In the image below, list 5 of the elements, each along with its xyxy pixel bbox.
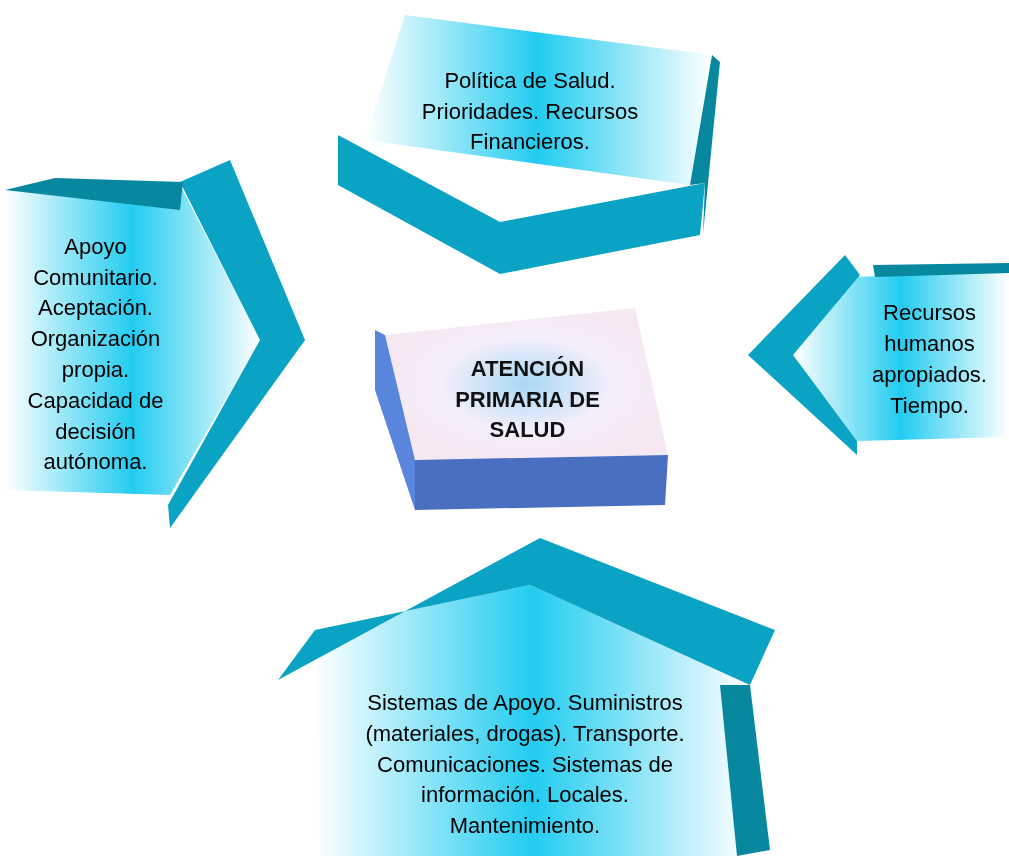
arrow-text: Sistemas de Apoyo. Suministros (materiales, drogas). Transporte. Comunicaciones. Sistemas de información. Locales. Mantenimiento. bbox=[364, 689, 686, 841]
box-label: ATENCIÓN PRIMARIA DE SALUD bbox=[454, 354, 601, 445]
arrow-text: Apoyo Comunitario. Aceptación. Organización propia. Capacidad de decisión autónoma. bbox=[26, 232, 165, 477]
arrow-text: Recursos humanos apropiados. Tiempo. bbox=[871, 299, 988, 420]
arrow-text: Política de Salud. Prioridades. Recursos Financieros. bbox=[420, 66, 640, 157]
